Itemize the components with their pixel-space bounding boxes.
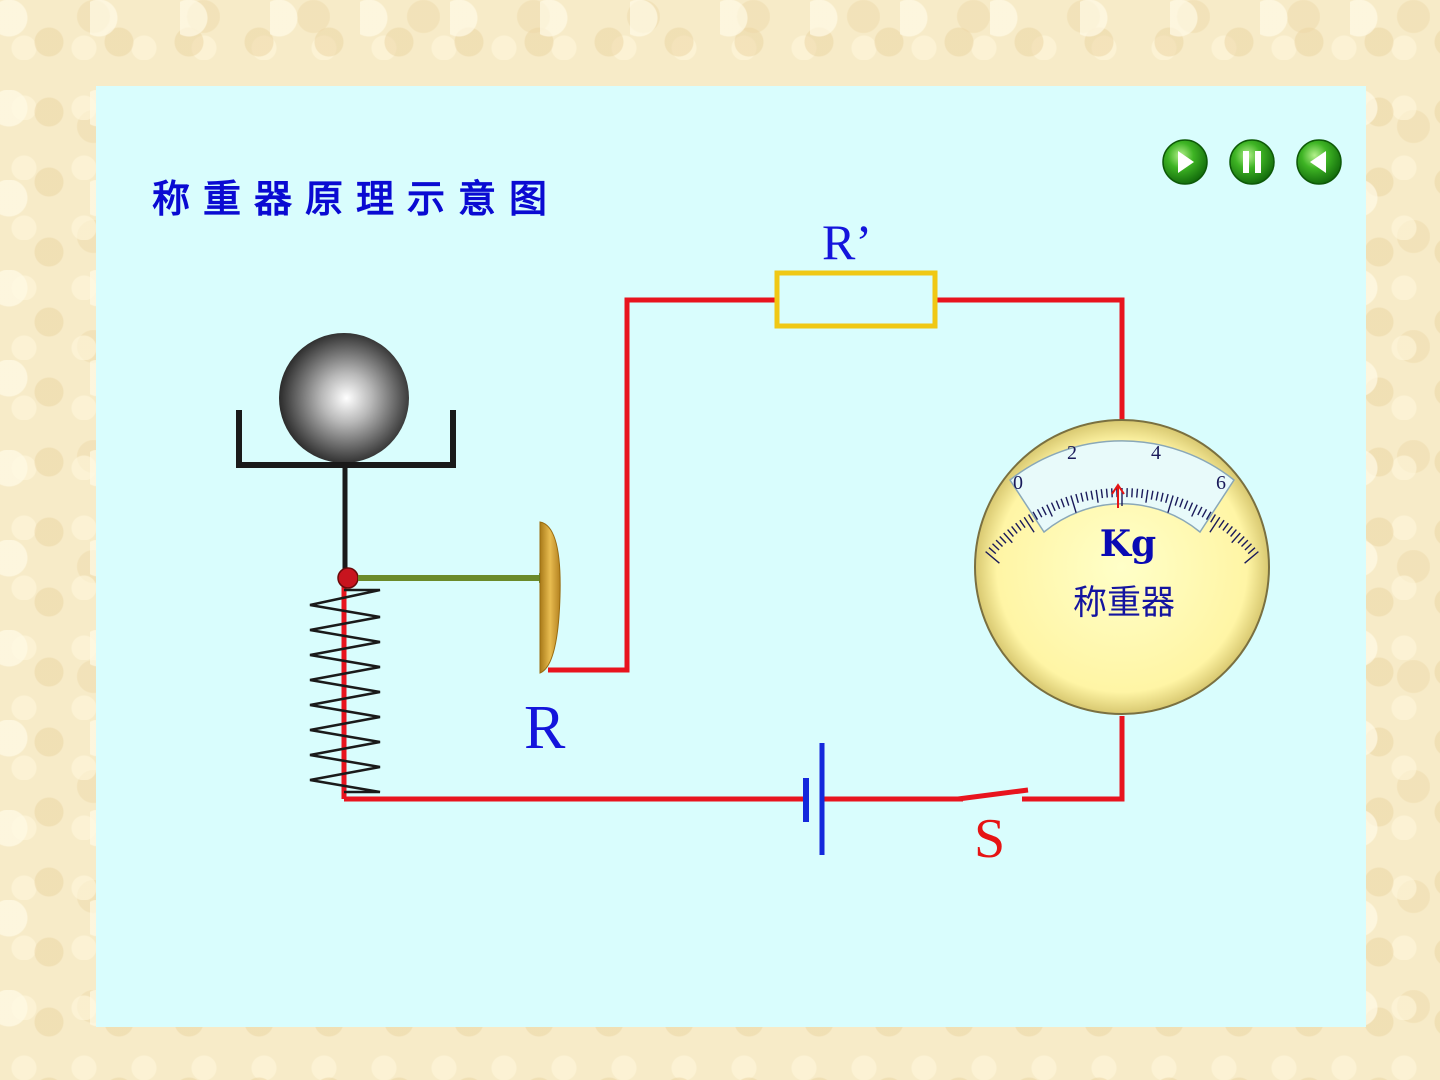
meter-scale-2: 2 (1067, 442, 1077, 464)
meter-tick (1041, 506, 1047, 516)
meter-tick (1090, 490, 1094, 500)
meter-tick (1209, 516, 1221, 533)
diagram-title: 称重器原理示意图 (152, 176, 560, 221)
meter-tick (1055, 500, 1061, 510)
meter-tick (999, 536, 1007, 544)
meter-tick (1028, 514, 1034, 523)
pause-icon (1243, 151, 1261, 173)
meter-tick (1085, 491, 1089, 501)
meter-tick (1191, 504, 1198, 517)
meter-tick (1237, 536, 1245, 544)
meter-tick (1145, 489, 1149, 503)
meter-tick (985, 551, 1000, 564)
meter-tick (1222, 522, 1229, 531)
spring (309, 588, 381, 794)
meter-tick (1095, 489, 1099, 503)
weight-ball (279, 333, 409, 463)
meter-tick (1046, 504, 1053, 517)
meter-tick (1218, 519, 1225, 529)
meter-tick (1244, 551, 1259, 564)
meter-tick (1023, 516, 1035, 533)
play-button[interactable] (1162, 139, 1208, 185)
play-icon (1178, 151, 1194, 173)
meter-unit: Kg (1100, 523, 1156, 565)
pivot-joint (337, 567, 359, 589)
pause-button[interactable] (1229, 139, 1275, 185)
meter-tick (1032, 511, 1039, 520)
meter-scale-4: 4 (1151, 442, 1161, 464)
meter-tick (1165, 493, 1169, 503)
meter-scale-0: 0 (1013, 472, 1023, 494)
meter-tick (1188, 502, 1194, 512)
fixed-resistor-label: R’ (822, 214, 872, 270)
switch-label: S (974, 808, 1005, 870)
meter-dial-face (1008, 440, 1236, 534)
fixed-resistor (774, 270, 938, 329)
meter-tick (1007, 529, 1014, 537)
meter-tick (1075, 493, 1079, 503)
meter-tick (1241, 539, 1249, 547)
meter-tick (1136, 488, 1139, 498)
meter-tick (1050, 502, 1056, 512)
meter-tick (1167, 495, 1174, 513)
meter-tick (1019, 519, 1026, 529)
meter-tick (1036, 508, 1043, 518)
battery (803, 743, 825, 855)
meter-tick (1070, 495, 1077, 513)
meter-tick (1205, 511, 1212, 520)
back-button[interactable] (1296, 139, 1342, 185)
meter-tick (1183, 500, 1189, 510)
weighing-meter: 0 2 4 6 Kg 称重器 (974, 419, 1270, 715)
meter-scale-6: 6 (1216, 472, 1226, 494)
meter-tick (1210, 514, 1216, 523)
meter-tick (1197, 506, 1203, 516)
meter-tick (1201, 508, 1208, 518)
meter-tick (1174, 496, 1179, 506)
meter-tick (1226, 525, 1233, 534)
meter-tick (1230, 529, 1237, 537)
meter-tick (1150, 490, 1154, 500)
meter-tick (1179, 498, 1184, 508)
meter-tick (1011, 525, 1018, 534)
meter-tick (1131, 488, 1133, 498)
meter-tick (1160, 492, 1164, 502)
meter-tick (1100, 489, 1104, 499)
rheostat-label: R (524, 694, 566, 762)
meter-needle (1111, 483, 1125, 508)
meter-tick (1065, 496, 1070, 506)
meter-tick (1105, 488, 1108, 498)
switch (957, 787, 1029, 802)
meter-tick (1003, 532, 1013, 544)
meter-tick (1060, 498, 1065, 508)
rheostat (539, 521, 561, 674)
meter-tick (1231, 532, 1241, 544)
meter-tick (988, 547, 997, 555)
meter-tick (1155, 491, 1159, 501)
meter-tick (992, 543, 1000, 551)
meter-tick (1015, 522, 1022, 531)
rewind-icon (1310, 151, 1326, 173)
meter-tick (1247, 547, 1256, 555)
meter-caption: 称重器 (1073, 583, 1175, 623)
meter-tick (1244, 543, 1252, 551)
meter-scale-ticks (985, 488, 1259, 564)
meter-tick (1140, 489, 1144, 499)
circuit-wires (341, 297, 1125, 802)
meter-tick (1080, 492, 1084, 502)
meter-tick (995, 539, 1003, 547)
